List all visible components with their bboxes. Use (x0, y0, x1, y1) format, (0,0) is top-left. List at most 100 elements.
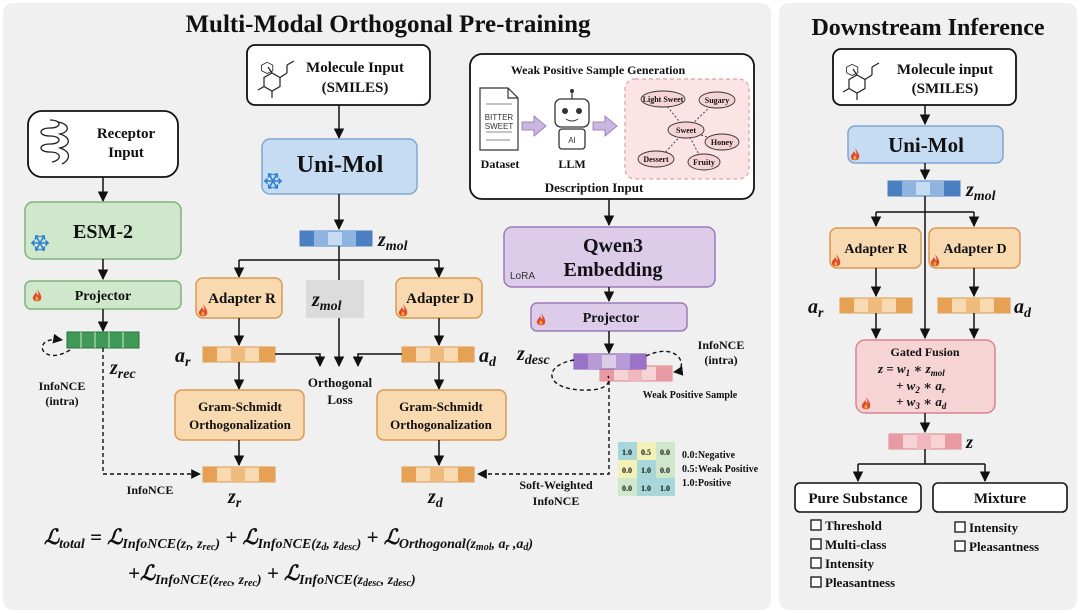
matrix-cell: 0.0 (622, 466, 632, 475)
z-mol-vector (299, 230, 373, 247)
infonce-intra-left-2: (intra) (45, 394, 78, 408)
esm2-box: ESM-2 (24, 201, 182, 260)
document-icon: BITTER SWEET (479, 87, 519, 151)
matrix-cell: 0.0 (622, 484, 632, 493)
inf-z-mol-label: zmol (965, 179, 996, 204)
matrix-cell: 0.5 (641, 448, 651, 457)
z-mol-gray-box: zmol (306, 280, 364, 318)
checkbox-icon (810, 519, 822, 531)
checkbox-icon (954, 540, 966, 552)
taste-graph: Light Sweet Sugary Sweet Honey Dessert F… (624, 78, 750, 180)
taste-node-label: Fruity (693, 158, 715, 167)
unimol-label: Uni-Mol (297, 152, 384, 178)
mixture-box: Mixture (932, 482, 1068, 513)
robot-icon: AI (554, 89, 590, 150)
loss-equation-line1: ℒtotal = ℒInfoNCE(zr, zrec) + ℒInfoNCE(z… (44, 525, 533, 553)
infonce-rec-to-zr (102, 348, 201, 479)
projector-left-box: Projector (24, 280, 182, 310)
inf-unimol-label: Uni-Mol (888, 133, 964, 157)
taste-node-label: Honey (711, 138, 733, 147)
inference-title: Downstream Inference (811, 15, 1044, 41)
pure-item: Pleasantness (825, 575, 895, 590)
infonce-intra-right-2: (intra) (704, 353, 737, 367)
inf-adapter-r-label: Adapter R (844, 242, 908, 257)
description-input-label: Description Input (545, 180, 644, 195)
inf-molecule-input-2: (SMILES) (912, 81, 979, 97)
projector-right-label: Projector (583, 311, 639, 326)
inf-unimol-box: Uni-Mol (847, 125, 1004, 164)
molecule-input-label-2: (SMILES) (322, 80, 389, 96)
weak-gen-title: Weak Positive Sample Generation (511, 63, 686, 77)
receptor-input-label-1: Receptor (97, 126, 156, 142)
orthogonal-loss-2: Loss (327, 392, 352, 407)
molecule-input-box: Molecule Input (SMILES) (246, 44, 431, 106)
pure-substance-box: Pure Substance (794, 482, 922, 513)
doc-text-2: SWEET (485, 122, 514, 131)
z-r-vector (202, 466, 276, 483)
z-mol-label: zmol (377, 229, 408, 254)
infonce-intra-left-loop (41, 333, 71, 356)
z-desc-vector (573, 353, 647, 370)
lora-label: LoRA (510, 271, 535, 282)
soft-weighted-1: Soft-Weighted (519, 478, 593, 492)
weak-positive-vector (599, 365, 673, 382)
taste-node (640, 90, 686, 108)
mixture-item: Intensity (969, 520, 1019, 535)
z-d-vector (401, 466, 475, 483)
receptor-input-box: Receptor Input (27, 110, 179, 178)
pure-item: Threshold (825, 518, 883, 533)
a-r-label: ar (175, 345, 191, 370)
matrix-cell: 1.0 (660, 484, 670, 493)
matrix-cell: 0.0 (660, 466, 670, 475)
taste-node-label: Sweet (676, 126, 696, 135)
checkbox-icon (810, 557, 822, 569)
inf-molecule-input-box: Molecule input (SMILES) (832, 48, 1017, 106)
arrow-ad-ortho (352, 353, 402, 368)
gram-schmidt-right-box: Gram-Schmidt Orthogonalization (376, 389, 507, 441)
taste-node (698, 91, 736, 109)
adapter-d-box: Adapter D (395, 277, 483, 319)
infonce-intra-left-1: InfoNCE (39, 379, 86, 393)
infonce-intra-right-1: InfoNCE (698, 338, 745, 352)
infonce-intra-right-loop (645, 350, 684, 376)
weak-positive-label: Weak Positive Sample (643, 390, 738, 401)
taste-node-label: Light Sweet (643, 95, 684, 104)
z-desc-label: zdesc (516, 343, 550, 368)
gated-fusion-title: Gated Fusion (890, 345, 959, 359)
inf-adapter-d-label: Adapter D (943, 242, 1006, 257)
mixture-item-list: Intensity Pleasantness (954, 520, 1039, 554)
gram-schmidt-left-box: Gram-Schmidt Orthogonalization (174, 389, 305, 441)
inf-adapter-r-box: Adapter R (829, 227, 922, 269)
arrow-dataset-llm (521, 115, 547, 137)
taste-node (687, 153, 721, 171)
qwen3-label-1: Qwen3 (583, 235, 643, 257)
z-rec-vector (66, 331, 140, 349)
inf-adapter-d-box: Adapter D (928, 227, 1021, 269)
receptor-input-label-2: Input (108, 145, 144, 161)
arrow-ar-ortho (275, 353, 326, 368)
taste-node (704, 133, 740, 151)
a-r-vector (202, 346, 276, 363)
taste-node (667, 121, 705, 139)
z-r-label: zr (227, 486, 242, 511)
taste-node-label: Dessert (643, 155, 669, 164)
gs-left-2: Orthogonalization (189, 417, 292, 432)
projector-right-box: Projector (530, 302, 688, 332)
taste-node (637, 150, 675, 168)
inf-a-d-vector (937, 297, 1011, 314)
inf-z-vector (888, 433, 962, 450)
inf-a-d-label: ad (1014, 296, 1032, 321)
legend-positive: 1.0:Positive (682, 478, 732, 489)
arrow-llm-taste (592, 115, 618, 137)
pure-substance-label: Pure Substance (808, 491, 908, 507)
adapter-d-label: Adapter D (406, 291, 474, 307)
fusion-line-1: z = w1 ∗ zmol (877, 361, 945, 378)
matrix-cell: 1.0 (641, 484, 651, 493)
fusion-line-3: + w3 ∗ ad (896, 394, 947, 411)
weak-gen-box: Weak Positive Sample Generation BITTER S… (469, 53, 755, 200)
z-d-label: zd (427, 486, 444, 511)
projector-left-label: Projector (75, 289, 131, 304)
inf-molecule-input-1: Molecule input (897, 62, 993, 78)
mixture-label: Mixture (974, 491, 1027, 507)
doc-text-1: BITTER (485, 113, 514, 122)
